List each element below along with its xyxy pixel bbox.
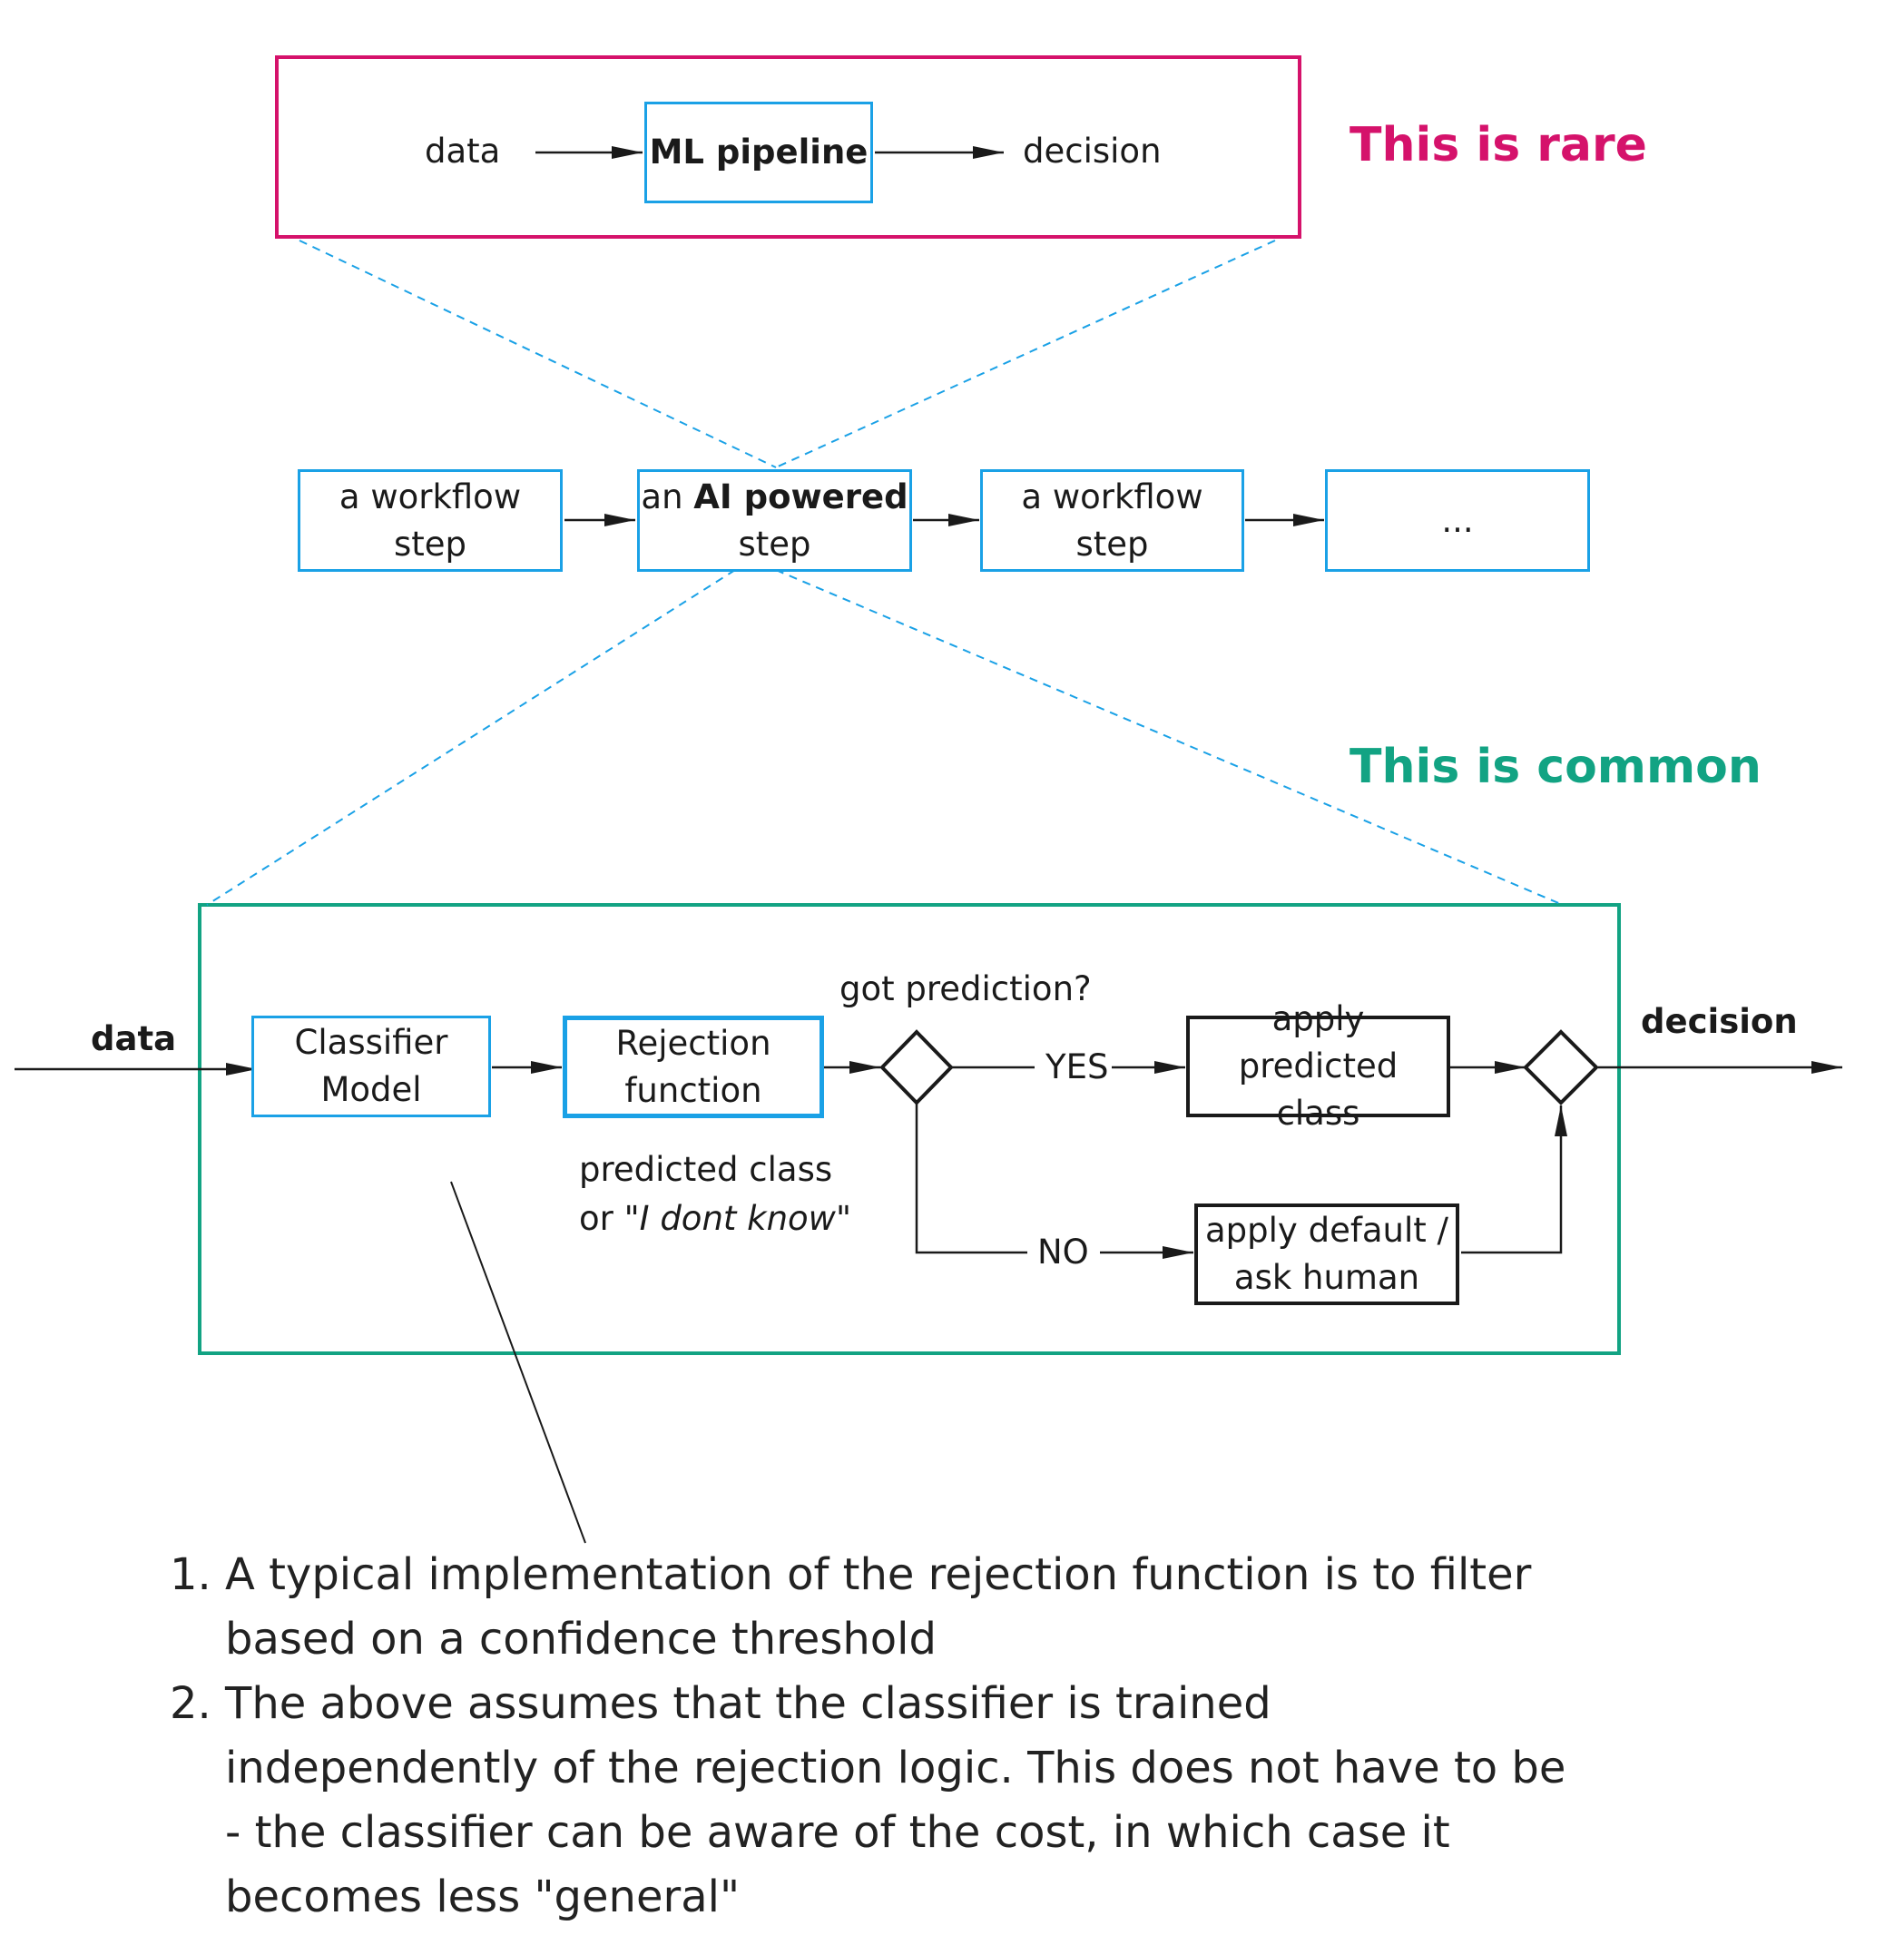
workflow-step-3-label: a workflow step <box>1021 476 1203 564</box>
ai-step-prefix: an <box>641 477 683 517</box>
workflow-step-4-label: ... <box>1441 500 1474 540</box>
rejection-caption-line1: predicted class <box>579 1150 833 1189</box>
merge-diamond <box>1523 1029 1599 1105</box>
rejection-caption-prefix: or " <box>579 1199 640 1238</box>
bottom-input-label: data <box>91 1019 177 1058</box>
workflow-step-3: a workflow step <box>980 469 1244 572</box>
ai-step-bold: AI powered <box>693 477 908 517</box>
ai-powered-step: an AI powered step <box>637 469 912 572</box>
apply-predicted-box: apply predicted class <box>1186 999 1450 1133</box>
classifier-model-label: Classifier Model <box>294 1023 448 1109</box>
ai-step-suffix: step <box>738 524 811 564</box>
rejection-caption-suffix: " <box>835 1199 851 1238</box>
rare-tag: This is rare <box>1349 118 1647 172</box>
note-item: The above assumes that the classifier is… <box>225 1672 1586 1930</box>
top-input-label: data <box>425 132 501 171</box>
workflow-step-1-label: a workflow step <box>339 476 522 564</box>
common-panel <box>198 903 1621 1355</box>
rejection-function-label: Rejection function <box>615 1023 771 1110</box>
common-tag: This is common <box>1349 740 1762 794</box>
rejection-function-box: Rejection function <box>563 1016 824 1118</box>
question-label: got prediction? <box>839 969 1092 1008</box>
ai-powered-step-label: an AI powered step <box>641 474 908 566</box>
top-output-label: decision <box>1023 132 1162 171</box>
workflow-step-1: a workflow step <box>298 469 563 572</box>
yes-label: YES <box>1045 1047 1109 1086</box>
classifier-model-box: Classifier Model <box>251 1016 491 1117</box>
ml-pipeline-label: ML pipeline <box>649 133 869 172</box>
decision-diamond <box>879 1029 954 1105</box>
rare-panel <box>275 55 1301 239</box>
rejection-caption-italic: I dont know <box>639 1199 836 1238</box>
workflow-step-4: ... <box>1325 469 1590 572</box>
ml-pipeline-box: ML pipeline <box>644 102 873 203</box>
bottom-output-label: decision <box>1641 1002 1798 1041</box>
note-item: A typical implementation of the rejectio… <box>225 1543 1586 1672</box>
apply-default-label: apply default / ask human <box>1205 1211 1448 1297</box>
zoom-lines <box>206 240 1564 906</box>
rejection-caption: predicted class or "I dont know" <box>579 1145 851 1243</box>
no-label: NO <box>1037 1233 1089 1272</box>
apply-default-box: apply default / ask human <box>1194 1203 1459 1305</box>
notes-list: A typical implementation of the rejectio… <box>165 1543 1586 1930</box>
apply-predicted-label: apply predicted class <box>1238 999 1399 1133</box>
